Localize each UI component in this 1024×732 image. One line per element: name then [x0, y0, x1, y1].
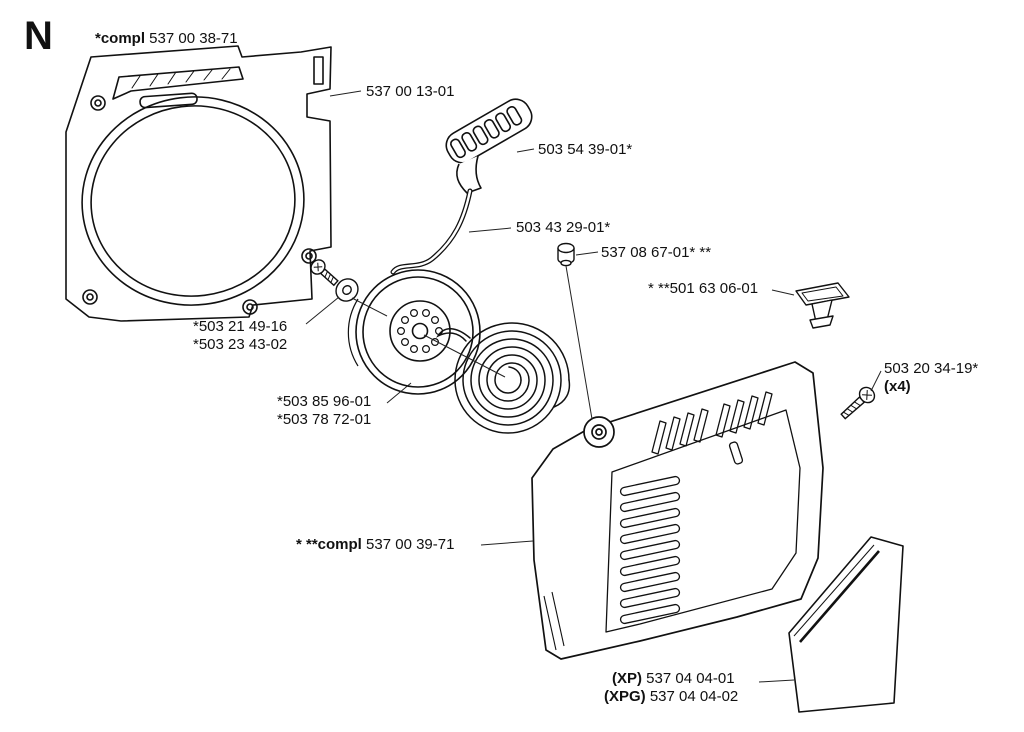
label-starter-rope: 503 43 29-01* — [516, 219, 611, 236]
label-plate-xp-number: 537 04 04-01 — [642, 670, 735, 687]
label-plate-xp-prefix: (XP) — [612, 670, 642, 687]
cover-screw — [840, 386, 876, 420]
label-plate-xpg-number: 537 04 04-02 — [645, 688, 739, 705]
starter-handle — [445, 98, 533, 194]
cover-vents — [619, 475, 681, 625]
label-cover-assembly-prefix: * **compl — [296, 536, 362, 553]
label-starter-handle: 503 54 39-01* — [538, 141, 633, 158]
label-cover-assembly-number: 537 00 39-71 — [361, 536, 455, 553]
label-cover-assembly: * **compl 537 00 39-71 — [296, 536, 454, 554]
fan-housing — [65, 45, 332, 322]
label-pulley-screw: *503 21 49-16 — [193, 318, 288, 335]
cover-rope-eyelet — [583, 416, 615, 448]
pulley-washer — [335, 278, 359, 302]
label-housing-assembly-number: 537 00 38-71 — [145, 30, 238, 47]
cover-panel — [605, 409, 801, 633]
label-cover-screw-qty: (x4) — [884, 378, 911, 395]
cover-louvers — [651, 391, 773, 455]
housing-slot — [139, 92, 198, 109]
starter-cover — [531, 361, 824, 660]
label-pulley-washer: *503 23 43-02 — [193, 336, 288, 353]
label-plate-xp: (XP) 537 04 04-01 — [612, 670, 735, 688]
side-plate — [788, 536, 904, 713]
section-letter: N — [24, 14, 53, 58]
label-cover-screw: 503 20 34-19* — [884, 360, 979, 377]
pulley-screw — [310, 259, 339, 287]
air-guide-funnel — [795, 282, 850, 329]
label-housing-assembly: *compl 537 00 38-71 — [95, 30, 238, 48]
housing-top-bracket — [112, 66, 244, 100]
label-rope-bushing: 537 08 67-01* ** — [601, 244, 712, 261]
cover-slot — [728, 441, 744, 465]
label-pulley: *503 85 96-01 — [277, 393, 372, 410]
label-plate-xpg: (XPG) 537 04 04-02 — [604, 688, 738, 706]
label-housing-assembly-prefix: *compl — [95, 30, 146, 47]
starter-rope — [390, 188, 473, 275]
recoil-spring — [436, 322, 571, 434]
label-plate-xpg-prefix: (XPG) — [604, 688, 646, 705]
label-air-guide: * **501 63 06-01 — [648, 280, 759, 297]
label-housing-plate: 537 00 13-01 — [366, 83, 455, 100]
leader-lines — [305, 90, 882, 683]
rope-bushing — [557, 242, 575, 267]
label-spring: *503 78 72-01 — [277, 411, 372, 428]
